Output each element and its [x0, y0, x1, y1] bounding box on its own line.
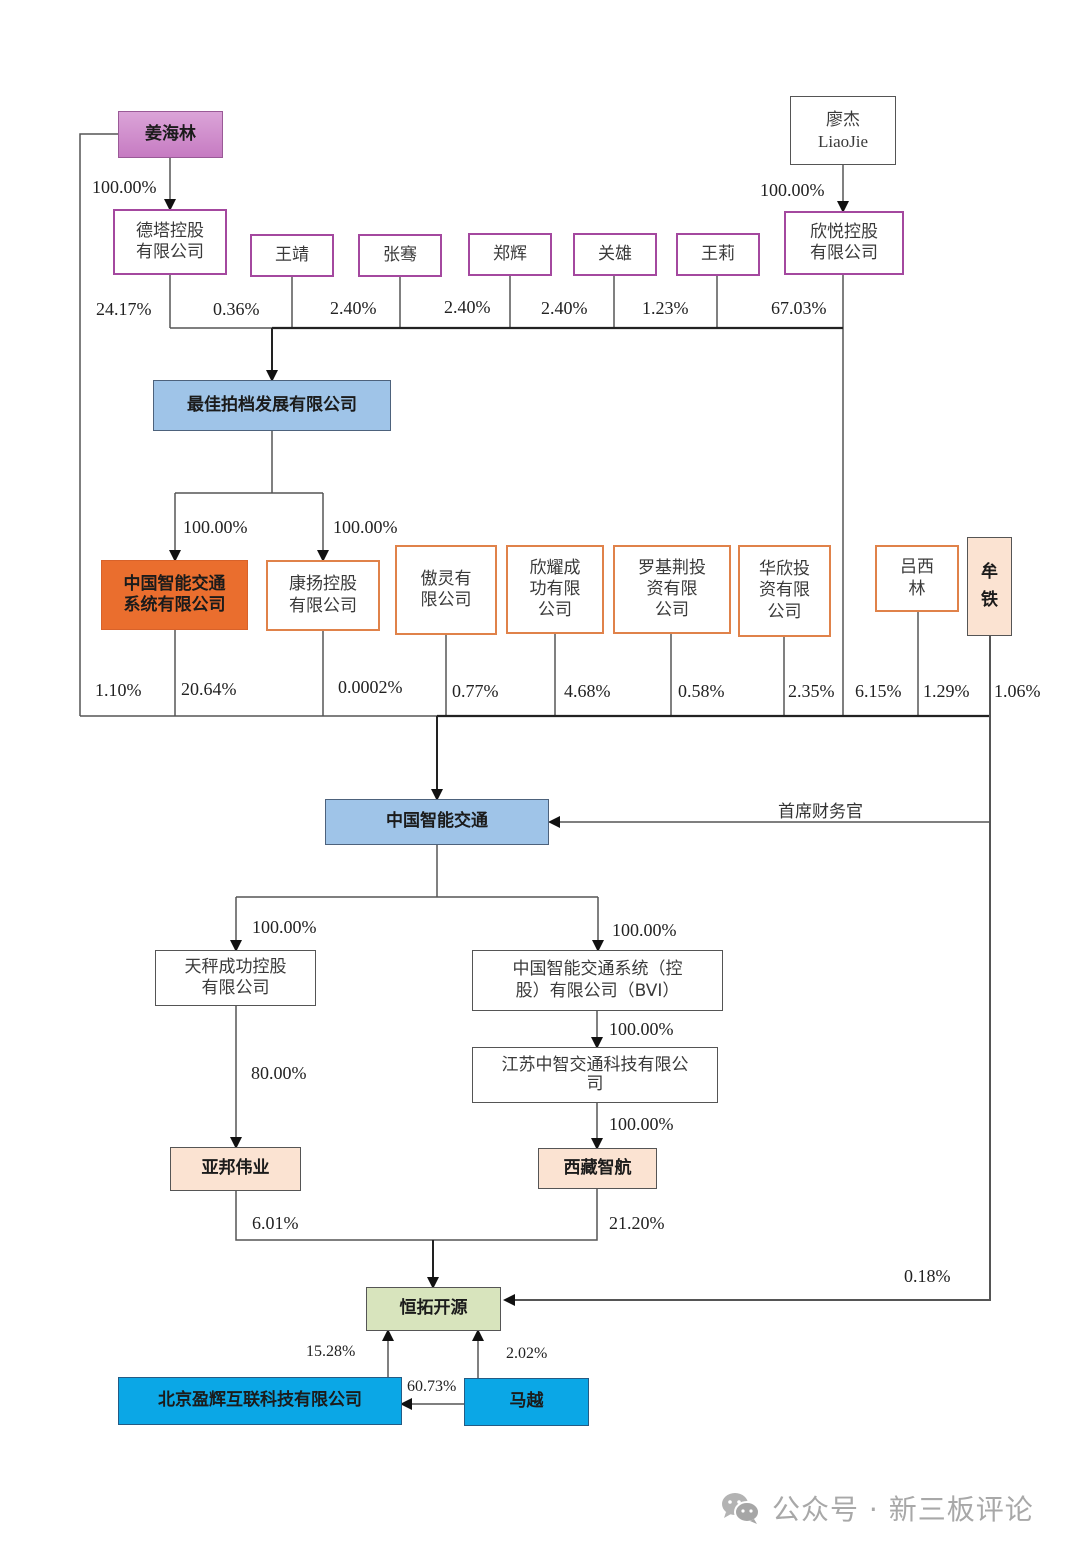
ownership-label: 0.36% [213, 299, 260, 319]
ownership-label: 0.58% [678, 681, 725, 701]
node-huaxin: 华欣投 资有限 公司 [738, 545, 831, 637]
ownership-label: 1.23% [642, 298, 689, 318]
node-aoling: 傲灵有 限公司 [395, 545, 497, 635]
ownership-label: 100.00% [609, 1019, 674, 1039]
ownership-label: 80.00% [251, 1063, 307, 1083]
node-xizang: 西藏智航 [538, 1148, 657, 1189]
connector-line [235, 1189, 598, 1241]
node-deta-holdings: 德塔控股 有限公司 [113, 209, 227, 275]
ownership-label: 21.20% [609, 1213, 665, 1233]
ownership-label: 100.00% [92, 177, 157, 197]
node-zgzn-system-co: 中国智能交通 系统有限公司 [101, 560, 248, 630]
node-liao-jie: 廖杰 LiaoJie [790, 96, 896, 165]
ownership-label: 2.02% [506, 1345, 548, 1362]
ownership-label: 100.00% [183, 517, 248, 537]
ownership-label: 2.40% [444, 297, 491, 317]
ownership-label: 24.17% [96, 299, 152, 319]
node-jiang-hailin: 姜海林 [118, 111, 223, 158]
ownership-label: 0.0002% [338, 677, 403, 697]
ownership-label: 100.00% [609, 1114, 674, 1134]
node-zgzn-bvi: 中国智能交通系统（控 股）有限公司（BVI） [472, 950, 723, 1011]
ownership-label: 1.29% [923, 681, 970, 701]
watermark-text: 公众号 · 新三板评论 [772, 1493, 1034, 1526]
node-tiancheng: 天秤成功控股 有限公司 [155, 950, 316, 1006]
node-zuijia-paidang: 最佳拍档发展有限公司 [153, 380, 391, 431]
ownership-label: 67.03% [771, 298, 827, 318]
node-luojijing: 罗基荆投 资有限 公司 [613, 545, 731, 634]
node-guan-xiong: 关雄 [573, 233, 657, 276]
node-lv-xilin: 吕西 林 [875, 545, 959, 612]
ownership-label: 100.00% [760, 180, 825, 200]
node-zgzn: 中国智能交通 [325, 799, 549, 845]
wechat-icon [722, 1493, 760, 1524]
ownership-label: 1.10% [95, 680, 142, 700]
role-label-cfo: 首席财务官 [778, 802, 863, 822]
ownership-label: 1.06% [994, 681, 1041, 701]
ownership-label: 2.35% [788, 681, 835, 701]
watermark: 公众号 · 新三板评论 [720, 1488, 1034, 1528]
ownership-label: 0.18% [904, 1266, 951, 1286]
ownership-label: 60.73% [407, 1378, 457, 1395]
ownership-label: 15.28% [306, 1343, 356, 1360]
node-zhang-qian: 张骞 [358, 234, 442, 277]
ownership-label: 2.40% [330, 298, 377, 318]
ownership-label: 0.77% [452, 681, 499, 701]
node-beijing-yinghui: 北京盈辉互联科技有限公司 [118, 1377, 402, 1425]
node-jiangsu-zhongzhi: 江苏中智交通科技有限公 司 [472, 1047, 718, 1103]
ownership-label: 100.00% [612, 920, 677, 940]
ownership-label: 100.00% [333, 517, 398, 537]
node-xinyue-holdings: 欣悦控股 有限公司 [784, 211, 904, 275]
node-ma-yue: 马越 [464, 1378, 589, 1426]
node-mou-tie: 牟 铁 [967, 537, 1012, 636]
node-wang-li: 王莉 [676, 233, 760, 276]
node-kangyang-holdings: 康扬控股 有限公司 [266, 560, 380, 631]
node-yabang: 亚邦伟业 [170, 1147, 301, 1191]
ownership-label: 2.40% [541, 298, 588, 318]
node-hengtuo: 恒拓开源 [366, 1287, 501, 1331]
node-xinyao: 欣耀成 功有限 公司 [506, 545, 604, 634]
connector-line [79, 133, 118, 716]
ownership-label: 6.01% [252, 1213, 299, 1233]
connector-line [503, 636, 991, 1306]
ownership-label: 4.68% [564, 681, 611, 701]
ownership-label: 6.15% [855, 681, 902, 701]
ownership-label: 20.64% [181, 679, 237, 699]
ownership-label: 100.00% [252, 917, 317, 937]
node-wang-jing: 王靖 [250, 234, 334, 277]
node-zheng-hui: 郑辉 [468, 233, 552, 276]
